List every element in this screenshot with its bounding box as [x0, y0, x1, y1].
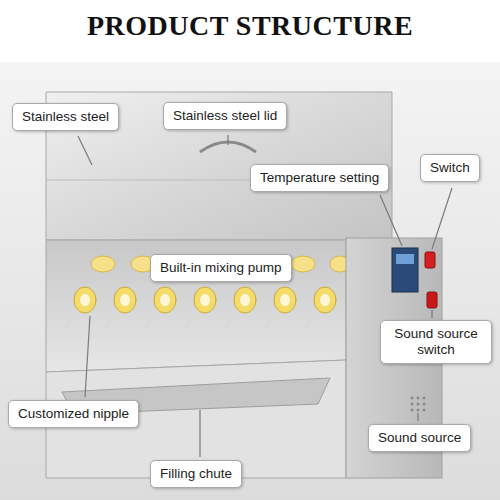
callout-box: Temperature setting — [250, 164, 389, 192]
callout-box: Stainless steel — [12, 103, 119, 131]
nipples — [66, 287, 336, 326]
part-label: Stainless steel lid — [173, 108, 277, 124]
part-label: Built-in mixing pump — [160, 260, 282, 276]
callout-box: Sound source switch — [380, 320, 492, 364]
part-label: Switch — [430, 160, 470, 176]
callout-box: Switch — [420, 154, 480, 182]
callout-box: Built-in mixing pump — [150, 254, 292, 282]
part-label: Customized nipple — [18, 406, 129, 422]
display-window — [396, 254, 414, 264]
nipple-panel — [46, 240, 346, 372]
switch-symbol — [425, 252, 435, 268]
part-label: Temperature setting — [260, 170, 379, 186]
speaker-grille — [411, 397, 426, 412]
part-label: Stainless steel — [22, 109, 109, 125]
part-label: Sound source switch — [390, 326, 482, 358]
switch-symbol — [427, 292, 437, 308]
page-title: PRODUCT STRUCTURE — [0, 10, 500, 42]
background-panel — [0, 62, 500, 500]
part-label: Sound source — [378, 430, 461, 446]
part-label: Filling chute — [160, 466, 232, 482]
callout-box: Filling chute — [150, 460, 242, 488]
callout-box: Customized nipple — [8, 400, 139, 428]
callout-box: Stainless steel lid — [163, 102, 287, 130]
callout-box: Sound source — [368, 424, 471, 452]
temperature-display — [392, 248, 418, 292]
